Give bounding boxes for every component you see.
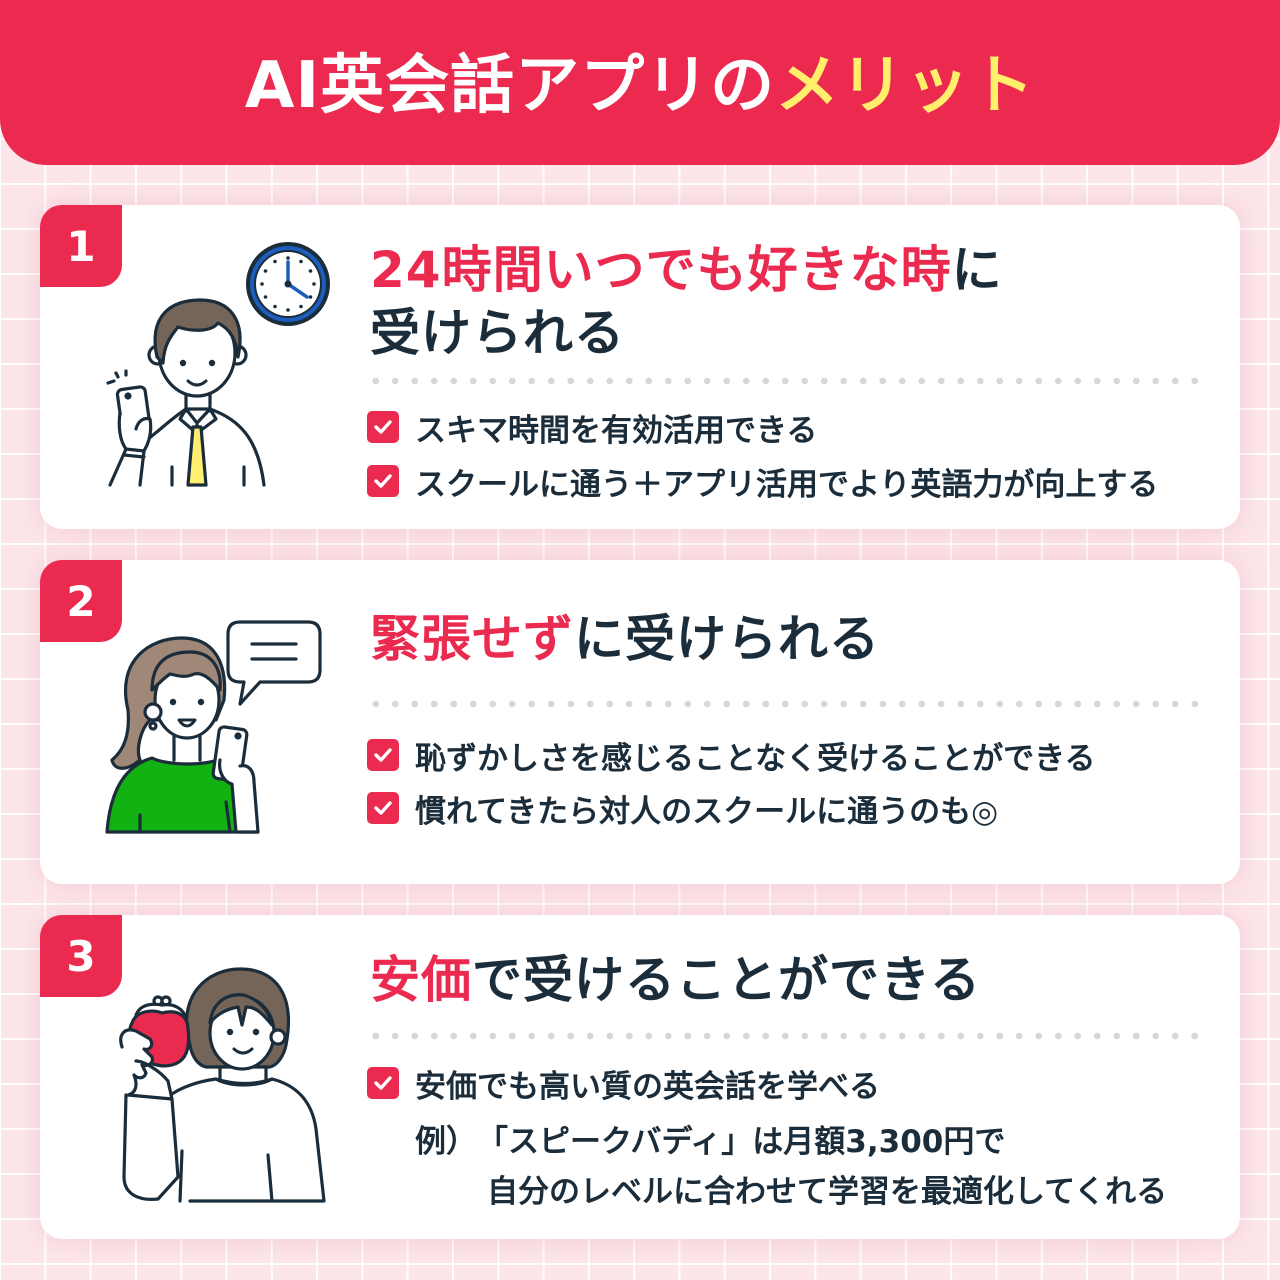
example-note-text: 「スピークバディ」は月額3,300円で bbox=[477, 1123, 1006, 1160]
dotted-divider bbox=[366, 1032, 1202, 1040]
merit-number-badge: 3 bbox=[40, 915, 122, 997]
merit-title-rest: に受けられる bbox=[574, 610, 880, 668]
clock-icon bbox=[246, 242, 330, 326]
example-note-line-1: 例）「スピークバディ」は月額3,300円で bbox=[415, 1118, 1006, 1160]
merit-number: 2 bbox=[66, 576, 96, 626]
merit-point-text: スキマ時間を有効活用できる bbox=[415, 412, 818, 449]
dotted-divider bbox=[366, 700, 1202, 708]
example-note-prefix: 例） bbox=[415, 1123, 477, 1160]
check-icon bbox=[367, 1067, 399, 1099]
merit-number-badge: 1 bbox=[40, 205, 122, 287]
merit-title-line-2: 受けられる bbox=[370, 302, 1003, 365]
merit-card-3: 3 安価で受けることができる 安価でも高い質の英会話を学べる 例）「スピークバデ… bbox=[40, 915, 1240, 1239]
merit-number-badge: 2 bbox=[40, 560, 122, 642]
merit-title-line-1: 24時間いつでも好きな時に bbox=[370, 239, 1003, 302]
page-title-accent: メリット bbox=[775, 48, 1036, 123]
merit-point-text: 慣れてきたら対人のスクールに通うのも◎ bbox=[415, 793, 999, 830]
dotted-divider bbox=[366, 377, 1202, 385]
merit-point: 安価でも高い質の英会話を学べる bbox=[367, 1063, 880, 1105]
merit-title-highlight: 24時間いつでも好きな時 bbox=[370, 241, 952, 299]
woman-holding-purse-illustration bbox=[119, 967, 326, 1203]
merit-title-highlight: 安価 bbox=[370, 951, 472, 1009]
merit-title-rest: 受けられる bbox=[370, 304, 625, 362]
check-icon bbox=[367, 411, 399, 443]
page-title: AI英会話アプリのメリット bbox=[245, 34, 1035, 126]
merit-title-rest: で受けることができる bbox=[472, 951, 981, 1009]
merit-point-text: スクールに通う＋アプリ活用でより英語力が向上する bbox=[415, 466, 1159, 503]
woman-with-smartphone-illustration bbox=[105, 620, 322, 834]
merit-title: 緊張せずに受けられる bbox=[370, 608, 880, 671]
page-title-main: AI英会話アプリの bbox=[244, 48, 776, 123]
merit-title-rest: に bbox=[951, 241, 1003, 299]
merit-title-highlight: 緊張せず bbox=[370, 610, 574, 668]
merit-point: 恥ずかしさを感じることなく受けることができる bbox=[367, 735, 1096, 777]
merit-point: スクールに通う＋アプリ活用でより英語力が向上する bbox=[367, 461, 1159, 503]
merit-title: 24時間いつでも好きな時に 受けられる bbox=[370, 239, 1003, 365]
check-icon bbox=[367, 739, 399, 771]
merit-number: 1 bbox=[66, 221, 96, 271]
speech-bubble-icon bbox=[226, 620, 322, 706]
check-icon bbox=[367, 465, 399, 497]
merit-card-1: 1 24時間いつでも好きな時に 受けられる スキマ時間を有効活用できる スクール… bbox=[40, 205, 1240, 529]
example-note-line-2: 自分のレベルに合わせて学習を最適化してくれる bbox=[487, 1168, 1168, 1210]
example-note-text: 自分のレベルに合わせて学習を最適化してくれる bbox=[487, 1173, 1168, 1210]
merit-title: 安価で受けることができる bbox=[370, 949, 981, 1012]
header-banner: AI英会話アプリのメリット bbox=[0, 0, 1280, 165]
man-with-smartphone-and-clock-illustration bbox=[106, 242, 330, 487]
merit-card-2: 2 緊張せずに受けられる 恥ずかしさを感じることなく受けることができる 慣れてき… bbox=[40, 560, 1240, 884]
merit-number: 3 bbox=[66, 931, 96, 981]
check-icon bbox=[367, 792, 399, 824]
merit-point: スキマ時間を有効活用できる bbox=[367, 407, 818, 449]
merit-point: 慣れてきたら対人のスクールに通うのも◎ bbox=[367, 788, 999, 830]
merit-point-text: 恥ずかしさを感じることなく受けることができる bbox=[415, 740, 1096, 777]
merit-point-text: 安価でも高い質の英会話を学べる bbox=[415, 1068, 880, 1105]
